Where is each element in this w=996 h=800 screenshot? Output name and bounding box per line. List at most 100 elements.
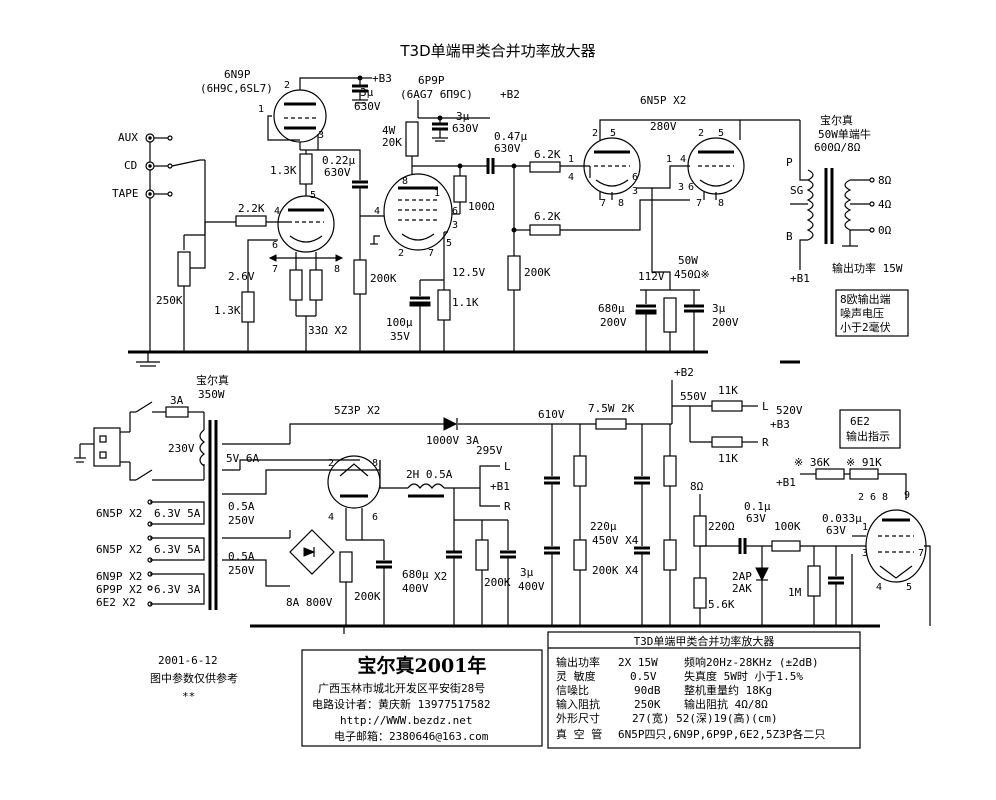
svg-text:5: 5 xyxy=(906,582,912,593)
fuse xyxy=(165,406,189,418)
svg-text:90dB: 90dB xyxy=(634,684,661,697)
svg-text:8: 8 xyxy=(882,492,888,503)
svg-text:6.3V 5A: 6.3V 5A xyxy=(154,507,201,520)
svg-text:200V: 200V xyxy=(712,316,739,329)
svg-text:3: 3 xyxy=(678,182,684,193)
svg-text:1.3K: 1.3K xyxy=(214,304,241,317)
svg-text:6: 6 xyxy=(688,182,694,193)
svg-text:5: 5 xyxy=(610,128,616,139)
svg-text:X2: X2 xyxy=(434,570,447,583)
svg-text:400V: 400V xyxy=(518,580,545,593)
indicator-note-box xyxy=(839,409,901,449)
svg-text:280V: 280V xyxy=(650,120,677,133)
svg-text:R: R xyxy=(762,436,769,449)
info-address: 广西玉林市城北开发区平安街28号 xyxy=(318,681,485,695)
svg-text:4: 4 xyxy=(274,206,280,217)
resistor-1k3-bias xyxy=(241,291,255,323)
svg-text:20K: 20K xyxy=(382,136,402,149)
svg-text:7: 7 xyxy=(918,548,924,559)
svg-text:5.6K: 5.6K xyxy=(708,598,735,611)
svg-text:信噪比: 信噪比 xyxy=(556,684,589,697)
spec-title: T3D单端甲类合并功率放大器 xyxy=(634,634,775,648)
resistor-4w-20k xyxy=(405,121,419,157)
tube-6n5p-name: 6N5P X2 xyxy=(640,94,686,107)
svg-text:200V: 200V xyxy=(600,316,627,329)
svg-text:6.2K: 6.2K xyxy=(534,148,561,161)
svg-text:1000V 3A: 1000V 3A xyxy=(426,434,479,447)
svg-text:3: 3 xyxy=(452,220,458,231)
svg-text:7: 7 xyxy=(272,264,278,275)
svg-text:1: 1 xyxy=(666,154,672,165)
rectifier-tube-name: 5Z3P X2 xyxy=(334,404,380,417)
svg-text:63V: 63V xyxy=(746,512,766,525)
schematic-title: T3D单端甲类合并功率放大器 xyxy=(399,42,595,60)
tube-6p9p-alt: (6AG7 6П9C) xyxy=(400,88,473,101)
psu-va: 350W xyxy=(198,388,225,401)
svg-text:P: P xyxy=(786,156,793,169)
svg-text:+B2: +B2 xyxy=(500,88,520,101)
svg-text:630V: 630V xyxy=(452,122,479,135)
tube-6n5p-right xyxy=(687,137,745,195)
svg-text:0.5V: 0.5V xyxy=(630,670,657,683)
svg-text:100μ: 100μ xyxy=(386,316,413,329)
svg-text:频响20Hz-28KHz (±2dB): 频响20Hz-28KHz (±2dB) xyxy=(684,655,819,669)
diode-1000v xyxy=(443,417,458,431)
svg-text:220μ: 220μ xyxy=(590,520,617,533)
svg-text:6E2 X2: 6E2 X2 xyxy=(96,596,136,609)
svg-text:+B2: +B2 xyxy=(674,366,694,379)
resistor-6k2-b xyxy=(529,224,561,236)
svg-text:2AP: 2AP xyxy=(732,570,752,583)
info-designer: 电路设计者：黄庆新 13977517582 xyxy=(312,697,490,711)
svg-text:630V: 630V xyxy=(494,142,521,155)
svg-text:50W: 50W xyxy=(678,254,698,267)
svg-text:200K: 200K xyxy=(484,576,511,589)
svg-text:250V: 250V xyxy=(228,514,255,527)
svg-text:6.3V 3A: 6.3V 3A xyxy=(154,583,201,596)
svg-text:2X 15W: 2X 15W xyxy=(618,656,658,669)
svg-text:8A 800V: 8A 800V xyxy=(286,596,333,609)
svg-text:1: 1 xyxy=(258,104,264,115)
svg-text:1.3K: 1.3K xyxy=(270,164,297,177)
svg-text:3A: 3A xyxy=(170,394,184,407)
svg-text:6: 6 xyxy=(870,492,876,503)
svg-text:520V: 520V xyxy=(776,404,803,417)
svg-text:35V: 35V xyxy=(390,330,410,343)
svg-text:噪声电压: 噪声电压 xyxy=(840,306,884,320)
svg-text:11K: 11K xyxy=(718,384,738,397)
svg-text:2: 2 xyxy=(858,492,864,503)
input-cd-label: CD xyxy=(124,159,137,172)
output-transformer xyxy=(806,168,852,244)
svg-text:3μ: 3μ xyxy=(456,110,470,123)
volume-pot-value: 250K xyxy=(156,294,183,307)
mains-socket xyxy=(74,427,130,467)
svg-text:6N5P X2: 6N5P X2 xyxy=(96,543,142,556)
svg-text:※ 91K: ※ 91K xyxy=(846,456,882,469)
svg-text:250K: 250K xyxy=(634,698,661,711)
svg-text:6N5P四只,6N9P,6P9P,6E2,5Z3P各二只: 6N5P四只,6N9P,6P9P,6E2,5Z3P各二只 xyxy=(618,727,825,741)
svg-text:11K: 11K xyxy=(718,452,738,465)
footer-note: 图中参数仅供参考 xyxy=(150,671,238,685)
tube-6p9p-name: 6P9P xyxy=(418,74,445,87)
svg-text:0Ω: 0Ω xyxy=(878,224,892,237)
svg-text:2: 2 xyxy=(592,128,598,139)
svg-text:3μ: 3μ xyxy=(520,566,534,579)
footer-date: 2001-6-12 xyxy=(158,654,218,667)
detector-diode xyxy=(755,567,769,582)
svg-text:1: 1 xyxy=(862,522,868,533)
footer-stars: ** xyxy=(182,690,195,703)
bridge-rectifier xyxy=(289,529,335,575)
svg-text:250V: 250V xyxy=(228,564,255,577)
svg-text:2: 2 xyxy=(698,128,704,139)
power-transformer xyxy=(199,420,218,610)
svg-text:灵 敏度: 灵 敏度 xyxy=(556,669,596,683)
volume-pot xyxy=(177,251,191,287)
svg-text:小于2毫伏: 小于2毫伏 xyxy=(840,320,891,334)
svg-text:输出功率: 输出功率 xyxy=(556,655,600,669)
svg-text:输入阻抗: 输入阻抗 xyxy=(556,697,600,711)
svg-text:1.1K: 1.1K xyxy=(452,296,479,309)
svg-text:3μ: 3μ xyxy=(360,86,374,99)
resistor-6k2-a xyxy=(529,161,561,173)
svg-text:7: 7 xyxy=(428,248,434,259)
svg-text:外形尺寸: 外形尺寸 xyxy=(556,711,600,725)
svg-text:3μ: 3μ xyxy=(712,302,726,315)
